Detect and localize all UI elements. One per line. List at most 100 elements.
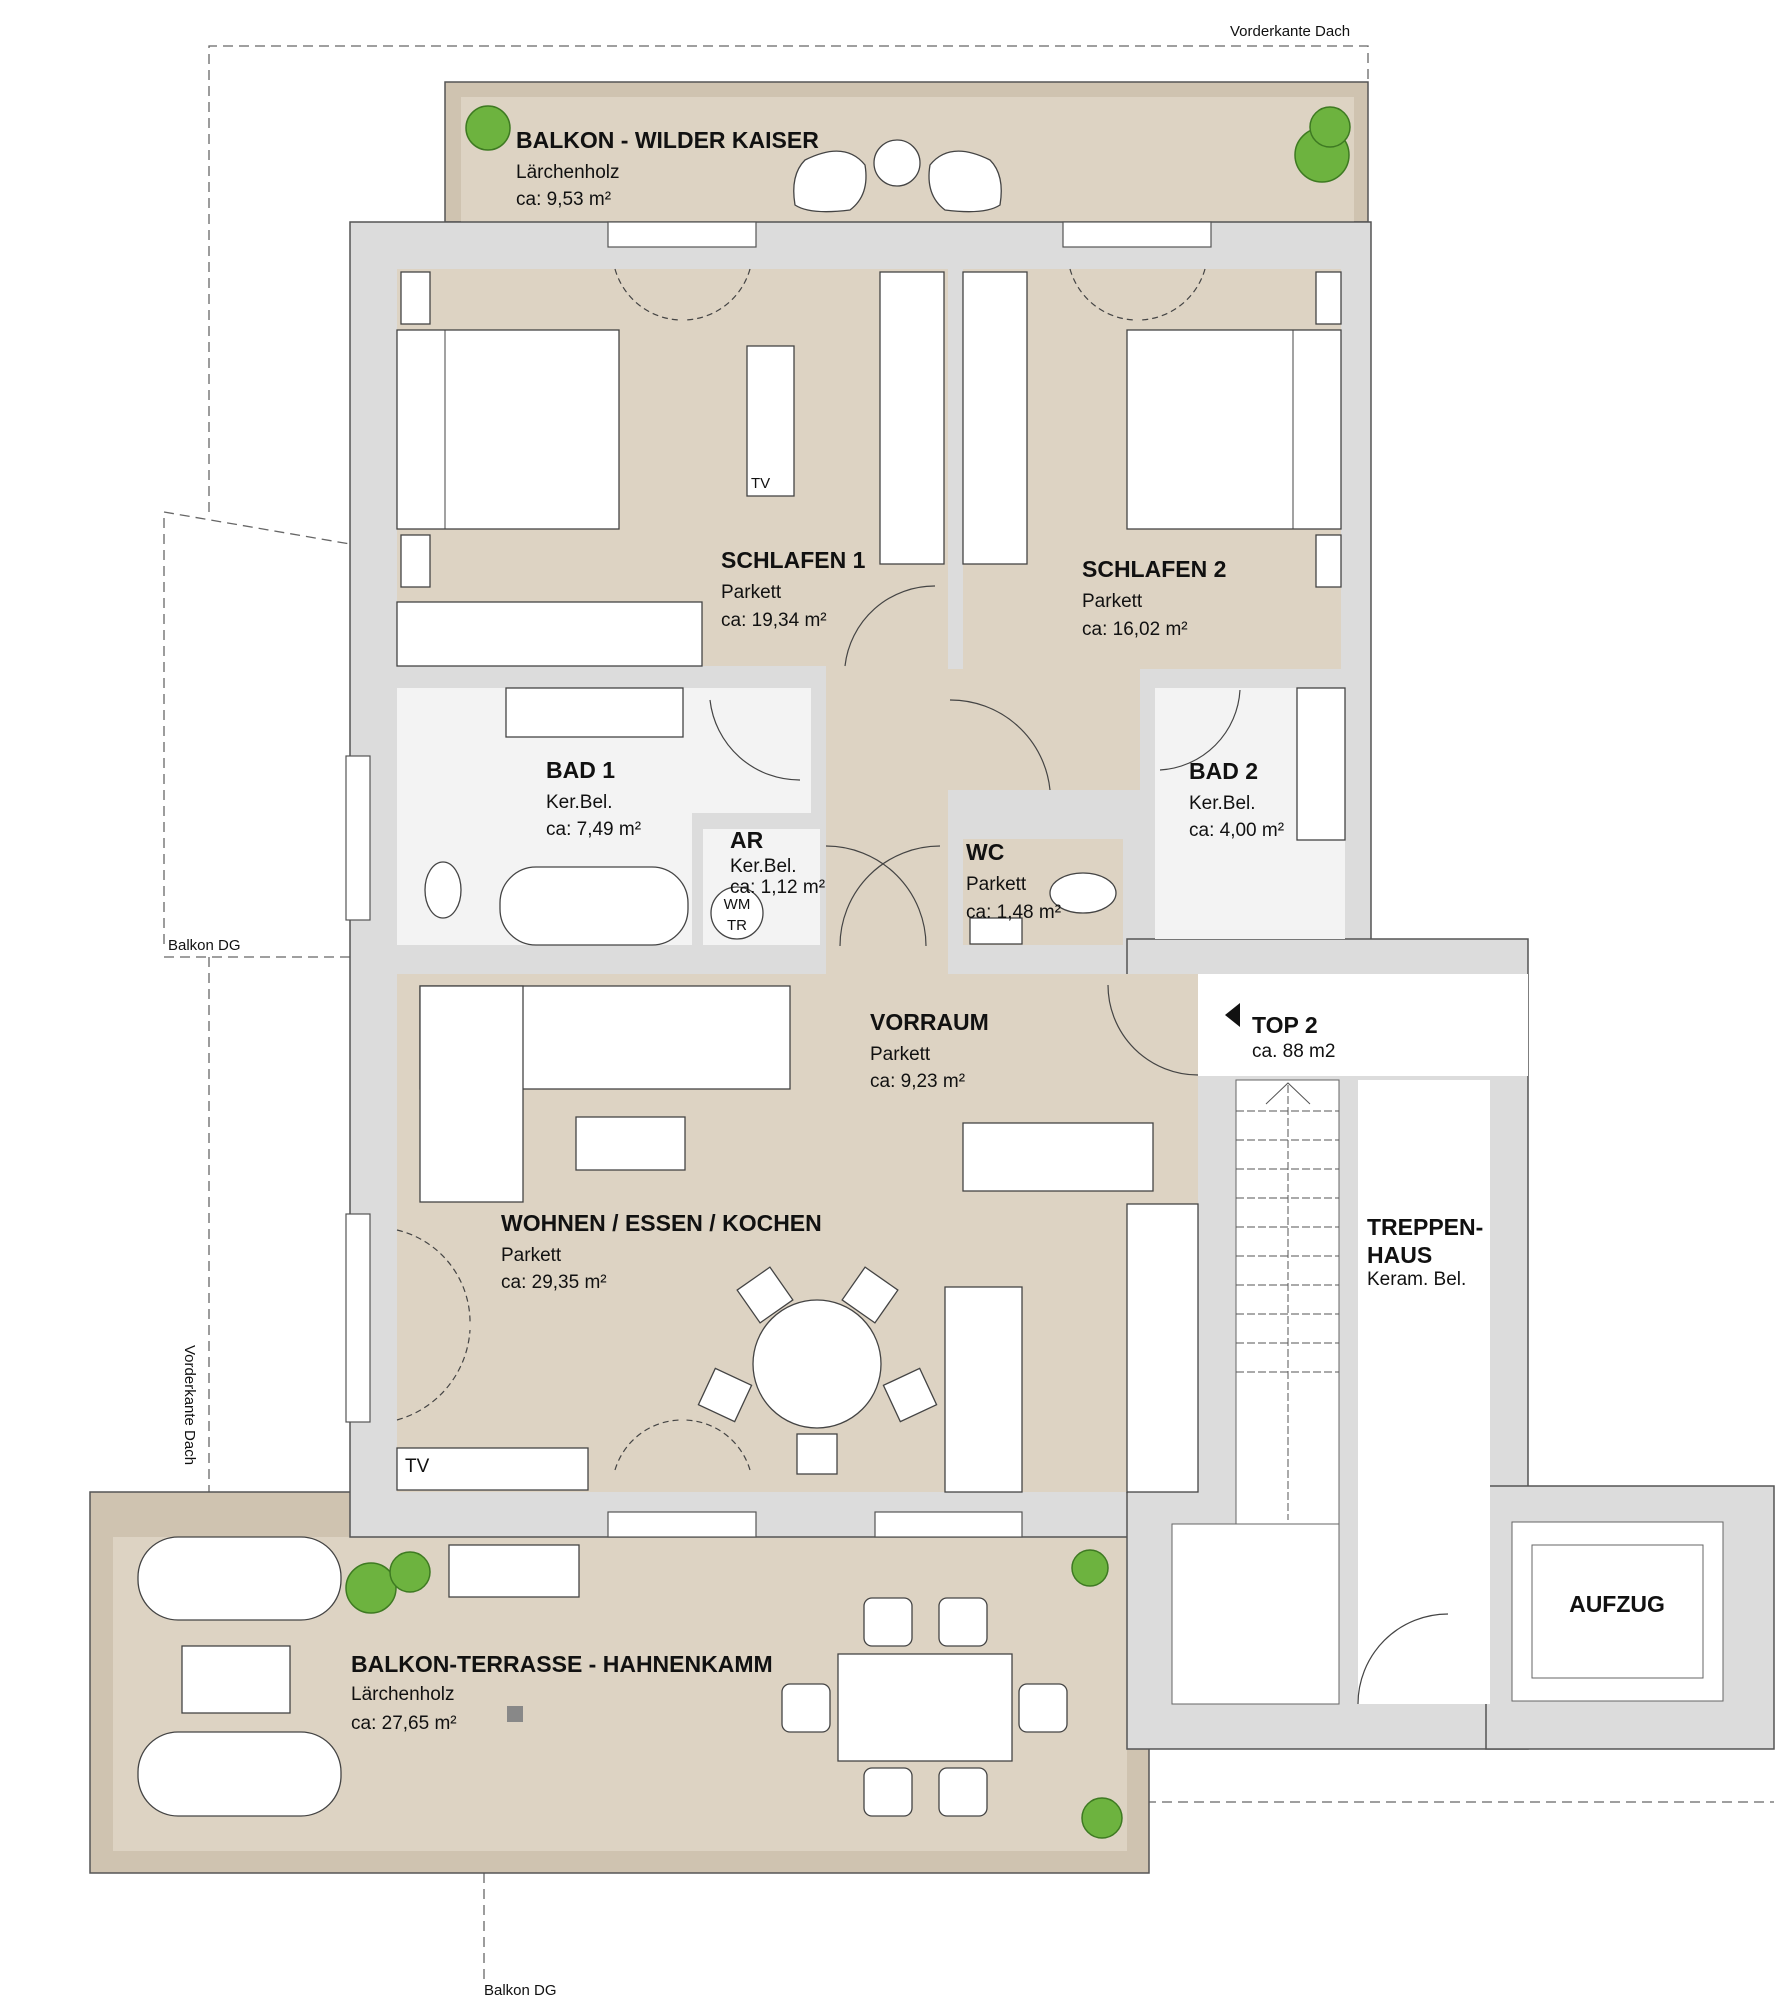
chair [938, 1597, 988, 1647]
room-name: AUFZUG [1569, 1591, 1665, 1617]
nightstand [400, 534, 431, 588]
balcony-table [873, 139, 921, 187]
wardrobe [962, 271, 1028, 565]
room-name: AR [730, 827, 764, 853]
balcony-top [444, 81, 1369, 223]
tv-label: TV [751, 475, 770, 492]
chair [736, 1266, 794, 1324]
doors [396, 268, 1449, 1705]
bed [396, 329, 620, 530]
room-name: WC [966, 839, 1004, 865]
balcony-chair [793, 150, 867, 213]
chair [796, 1433, 838, 1475]
side-table [181, 1645, 291, 1714]
room-area: ca: 4,00 m² [1189, 820, 1284, 841]
lounge-chair [137, 1731, 342, 1817]
room-area: ca: 27,65 m² [351, 1713, 457, 1734]
wardrobe [879, 271, 945, 565]
roof-edge-label-left: Vorderkante Dach [181, 1345, 198, 1465]
room-floor: Lärchenholz [351, 1684, 455, 1705]
nightstand [1315, 534, 1342, 588]
drain [507, 1706, 523, 1722]
landing [1198, 974, 1528, 1076]
terrace-table [837, 1653, 1013, 1762]
plant-icon [1071, 1549, 1109, 1587]
room-vorraum [826, 666, 948, 974]
room-area: ca: 19,34 m² [721, 610, 827, 631]
tv-bench [396, 1447, 589, 1491]
room-labels: BALKON - WILDER KAISER Lärchenholz ca: 9… [351, 127, 1665, 1734]
bathtub [499, 866, 689, 946]
washer-label: WM [724, 896, 751, 913]
room-floor: Parkett [1082, 591, 1143, 612]
room-area: ca: 1,48 m² [966, 902, 1061, 923]
room-name: SCHLAFEN 1 [721, 547, 866, 573]
room-floor: Parkett [870, 1044, 931, 1065]
hall-wardrobe [962, 1122, 1154, 1192]
nightstand [400, 271, 431, 325]
stairwell [1358, 1080, 1490, 1704]
washer-dryer [710, 886, 764, 940]
grill [448, 1544, 580, 1598]
room-name: TREPPEN- [1367, 1214, 1483, 1240]
coffee-table [575, 1116, 686, 1171]
dining-table [752, 1299, 882, 1429]
sofa-chaise [419, 985, 524, 1203]
roof-edge-label-top: Vorderkante Dach [1230, 23, 1350, 40]
plant-icon [1309, 106, 1351, 148]
room-floor: Ker.Bel. [1189, 793, 1256, 814]
sink-counter [1296, 687, 1346, 841]
chair [863, 1597, 913, 1647]
room-area: ca: 1,12 m² [730, 877, 825, 898]
balcony-chair [928, 150, 1002, 213]
room-floor: Keram. Bel. [1367, 1269, 1466, 1290]
kitchen-island [944, 1286, 1023, 1493]
room-name: HAUS [1367, 1242, 1432, 1268]
room-name: BAD 2 [1189, 758, 1258, 784]
chair [697, 1367, 753, 1423]
stair-arrow-icon [1265, 1082, 1311, 1105]
stair-steps [1236, 1085, 1339, 1520]
furniture: TV WM TR TV [396, 271, 1346, 1493]
tv-label: TV [405, 1456, 430, 1477]
windows [345, 221, 1212, 1538]
entry-arrow-icon [1225, 1003, 1240, 1027]
balkon-dg-label-left: Balkon DG [168, 937, 241, 954]
room-name: VORRAUM [870, 1009, 989, 1035]
room-name: SCHLAFEN 2 [1082, 556, 1226, 582]
room-floor: Lärchenholz [516, 162, 620, 183]
room-floor: Ker.Bel. [546, 792, 613, 813]
chair [882, 1367, 938, 1423]
unit-name: TOP 2 [1252, 1012, 1318, 1038]
wc-sink [969, 917, 1023, 945]
kitchen-counter [1126, 1203, 1199, 1493]
terrace [89, 1491, 1150, 1874]
room-area: ca: 7,49 m² [546, 819, 641, 840]
room-floor: Ker.Bel. [730, 856, 797, 877]
room-name: WOHNEN / ESSEN / KOCHEN [501, 1210, 822, 1236]
double-sink [505, 687, 684, 738]
room-area: ca: 29,35 m² [501, 1272, 607, 1293]
plant-icon [389, 1551, 431, 1593]
room-area: ca: 16,02 m² [1082, 619, 1188, 640]
plant-icon [1081, 1797, 1123, 1839]
chair [1018, 1683, 1068, 1733]
chair [841, 1266, 899, 1324]
plant-icons [345, 105, 1351, 1839]
unit-area: ca. 88 m2 [1252, 1041, 1335, 1062]
nightstand [1315, 271, 1342, 325]
plant-icon [465, 105, 511, 151]
toilet [424, 861, 462, 919]
chair [863, 1767, 913, 1817]
balkon-dg-label-bottom: Balkon DG [484, 1982, 557, 1999]
dryer-label: TR [727, 917, 747, 934]
room-name: BALKON - WILDER KAISER [516, 127, 819, 153]
room-floor: Parkett [501, 1245, 562, 1266]
plant-icon [345, 1562, 397, 1614]
chair [781, 1683, 831, 1733]
lounge-chair [137, 1536, 342, 1621]
room-name: BAD 1 [546, 757, 615, 783]
room-floor: Parkett [721, 582, 782, 603]
wardrobe [396, 601, 703, 667]
